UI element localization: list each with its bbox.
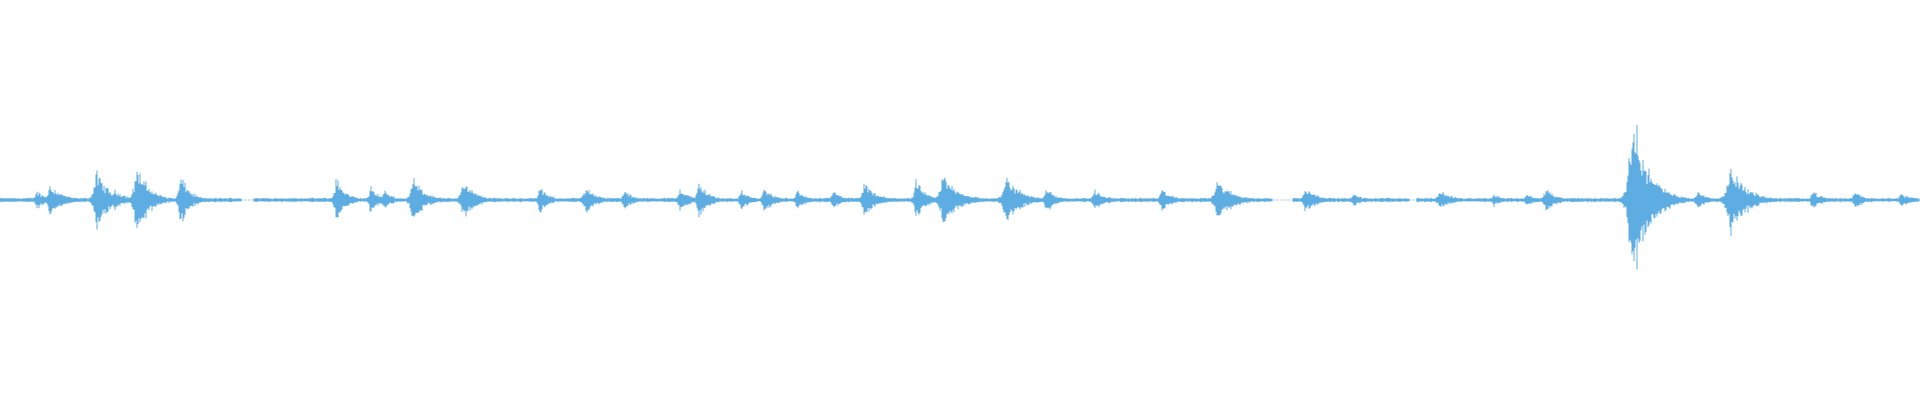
waveform-trace xyxy=(0,125,1920,270)
